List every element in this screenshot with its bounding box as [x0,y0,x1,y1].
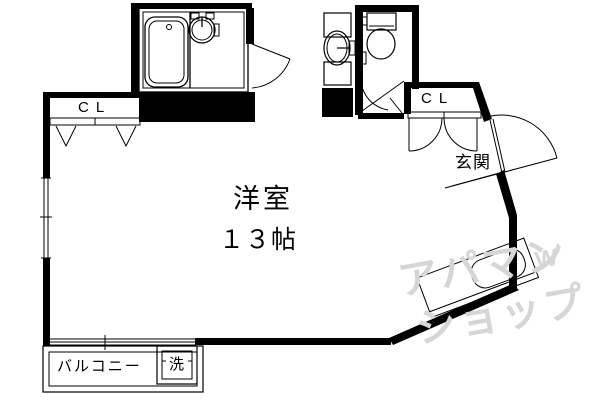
room-name-label: 洋室 [233,184,293,214]
wall-bath-door-jamb [246,8,254,44]
wall-toilet-right [412,5,419,89]
wall-diagonal-bottom [389,284,519,345]
washing-machine-box-inner [161,350,193,380]
entrance-area [389,97,558,189]
wall-right [509,215,517,291]
washbasin-side-tab [348,40,356,56]
toilet-flush-handle [356,51,367,65]
wall-closet-right-top [404,82,473,88]
wall-genkan-left-stub [404,85,411,114]
entrance-door-leaf-b [492,118,506,173]
balcony [42,345,204,393]
closet-left [47,96,141,148]
bath-washbasin-counter-right [205,12,215,20]
bathtub-inner [148,20,185,84]
entrance-door-arc [486,114,558,159]
bathroom-outline [138,7,249,93]
closet-right-door-left-arc [408,117,443,152]
entrance-door-leaf-a [489,119,503,174]
closet-left-label: CL [78,99,112,116]
walls [43,3,519,346]
toilet-door-arc [360,83,389,111]
watermark-mark: W [533,244,561,275]
toilet-tank-button [360,16,368,26]
kitchen-counter-edge-line [429,271,537,313]
wall-pipe-space-bath [139,92,255,122]
toilet-tank [366,12,397,31]
room-door-line [389,97,403,114]
bathroom-door-leaf [251,43,291,60]
bath-washbasin-counter-left [190,12,200,20]
wall-toilet-left [355,5,363,115]
washbasin-unit [323,12,356,86]
kitchen-counter [416,237,540,318]
toilet-door-leaf [361,80,405,112]
wall-left-upper [43,92,50,178]
bathroom-door [251,43,291,89]
closet-left-folddoor-2 [115,125,137,148]
wall-bath-left [131,3,139,95]
washbasin-bowl [323,30,351,66]
closet-right-label: CL [421,90,455,107]
wall-toilet-top [355,5,419,12]
toilet-room [356,12,405,112]
wall-left-lower [43,258,50,346]
entrance-label: 玄関 [455,153,491,172]
closet-right-door-right-arc [443,117,478,152]
toilet-bowl [366,28,396,60]
wall-bath-top [131,3,252,9]
windows [40,177,196,350]
bathtub [144,16,189,88]
room-size-label: １３帖 [219,226,298,254]
wall-pipe-space-basin [322,88,353,117]
wall-top-left [43,92,141,98]
laundry-label: 洗 [169,356,185,373]
wall-bevel-corner [471,82,492,122]
balcony-outline [42,345,204,393]
wall-toilet-bottom [358,113,404,119]
kitchen-sink [470,248,526,289]
entrance-door-chord [451,157,558,187]
wall-bottom [195,338,391,345]
bath-washbasin-tab [213,23,220,37]
washbasin-counter-top [323,12,352,38]
kitchen-counter-outline [416,237,540,318]
wall-diagonal-entry [496,170,517,218]
washing-machine-box [156,345,198,385]
closet-left-folddoor-1 [55,125,77,148]
bathroom-door-arc [251,58,291,89]
bathroom-unit [138,7,249,93]
bathtub-drain [166,24,172,30]
bathroom-inner-outline [142,11,245,89]
balcony-label: バルコニー [57,358,142,375]
